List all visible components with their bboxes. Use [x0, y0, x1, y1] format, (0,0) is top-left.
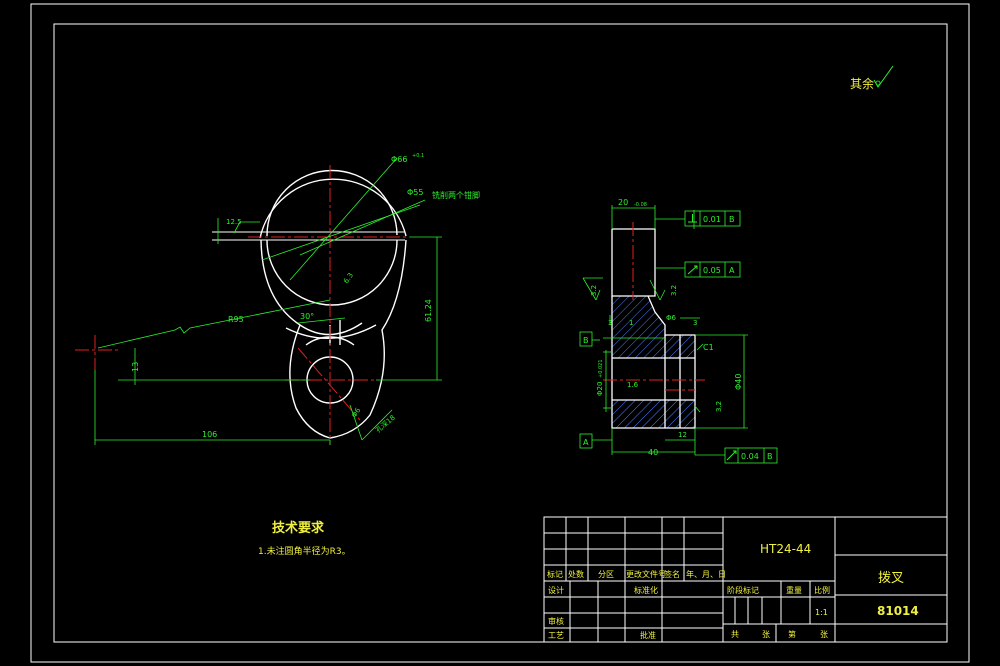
tech-req-title: 技术要求 [272, 520, 325, 536]
dim-inner-diameter: Φ55 [407, 188, 423, 197]
roughness-right: 3.2 [670, 285, 678, 296]
tb-role-approve: 批准 [640, 630, 656, 640]
front-view-dimension-lines [94, 157, 442, 445]
dim-height-13: 13 [131, 362, 140, 372]
tb-stage-mark: 阶段标记 [727, 585, 759, 595]
tb-role-process: 工艺 [548, 631, 564, 640]
front-view-outline [259, 169, 407, 439]
bottom-tolerance-datum: B [767, 452, 773, 461]
side-view: 20 -0.08 0.01 B 0.05 A 3.2 3.2 1 3 3 Φ6 … [579, 198, 778, 464]
tb-part-name: 拨叉 [878, 571, 904, 586]
title-block: 标记 处数 分区 更改文件号 签名 年、月、日 设计 标准化 审核 工艺 批准 … [543, 516, 948, 643]
tb-sheet-no: 第 [788, 629, 796, 639]
dim-length-40: 40 [648, 448, 658, 457]
dim-width-20-tolerance: -0.08 [634, 202, 647, 208]
tech-req-item-1: 1.未注圆角半径为R3。 [258, 545, 351, 557]
tb-sheets-total: 共 [731, 630, 739, 639]
tb-header-date: 年、月、日 [686, 569, 726, 579]
perpendicularity-datum: B [729, 215, 735, 224]
dim-height-61-24: 61.24 [424, 299, 433, 322]
tb-header-zone: 分区 [598, 570, 614, 579]
side-view-dimension-lines [582, 205, 748, 456]
dim-length-106: 106 [202, 430, 217, 439]
dim-radius-r95: R95 [228, 315, 244, 324]
tb-header-count: 处数 [568, 569, 584, 579]
dim-12: 12 [678, 431, 687, 439]
section-hatch-upper [612, 296, 665, 358]
dim-1-6: 1.6 [627, 381, 639, 389]
technical-requirements: 技术要求 1.未注圆角半径为R3。 [258, 520, 351, 557]
tb-drawing-no: 81014 [877, 604, 919, 618]
front-view: Φ66 +0.1 Φ55 铣削两个钳脚 12.5 61.24 R95 30° 1… [75, 153, 480, 445]
tb-header-mark: 标记 [547, 569, 563, 579]
dim-bore-tolerance: +0.021 [598, 359, 604, 378]
tb-scale-label: 比例 [814, 585, 830, 595]
roughness-symbol-icon [873, 65, 894, 88]
datum-b-label: B [583, 336, 589, 345]
dim-width-20: 20 [618, 198, 628, 207]
runout-arrow-icon [687, 265, 698, 275]
bottom-runout-icon [726, 450, 737, 461]
tb-sheets-unit: 张 [762, 630, 770, 639]
tolerance-frames [579, 210, 778, 464]
runout-value: 0.05 [703, 266, 721, 275]
tb-header-sign: 签名 [664, 569, 680, 579]
runout-datum: A [729, 266, 735, 275]
chamfer-3-right: 3 [693, 319, 697, 327]
datum-a-label: A [583, 438, 589, 447]
bottom-tolerance-value: 0.04 [741, 452, 759, 461]
dim-outer-diameter: Φ66 [391, 155, 407, 164]
roughness-bottom: 3.2 [715, 401, 723, 412]
roughness-6-3: 6.3 [342, 271, 355, 285]
chamfer-3-left: 3 [608, 319, 612, 327]
perpendicularity-icon [688, 214, 697, 223]
side-view-outline [611, 228, 696, 429]
tb-header-doc-no: 更改文件号 [626, 569, 666, 579]
outer-frame [30, 3, 970, 663]
tb-role-review: 审核 [548, 616, 564, 626]
inner-frame [53, 23, 948, 643]
split-note: 铣削两个钳脚 [432, 190, 480, 200]
dim-angle-30: 30° [300, 312, 314, 321]
tb-role-design: 设计 [548, 585, 564, 595]
dim-phi-6: Φ6 [666, 314, 677, 322]
roughness-left: 3.2 [590, 285, 598, 296]
roughness-note-text: 其余 [850, 76, 874, 91]
front-view-centerlines [75, 165, 410, 445]
side-view-centerlines [603, 222, 705, 391]
perpendicularity-value: 0.01 [703, 215, 721, 224]
dim-bore: Φ20 [596, 382, 604, 396]
chamfer-c1: C1 [703, 343, 714, 352]
chamfer-1: 1 [629, 319, 633, 327]
section-hatch-lower [612, 400, 665, 428]
dim-hole-depth: 孔深18 [374, 413, 397, 435]
dim-hole-diameter: Φ6 [350, 406, 363, 419]
tb-sheet-unit: 张 [820, 630, 828, 639]
dim-phi-40: Φ40 [734, 374, 743, 390]
tb-material: HT24-44 [760, 542, 811, 556]
tb-scale: 1:1 [815, 608, 828, 617]
tb-weight: 重量 [786, 585, 802, 595]
tb-role-standard: 标准化 [634, 585, 658, 595]
dim-outer-diameter-tolerance: +0.1 [412, 153, 424, 159]
dim-width-12-5: 12.5 [226, 218, 242, 226]
roughness-note: 其余 [850, 65, 894, 91]
